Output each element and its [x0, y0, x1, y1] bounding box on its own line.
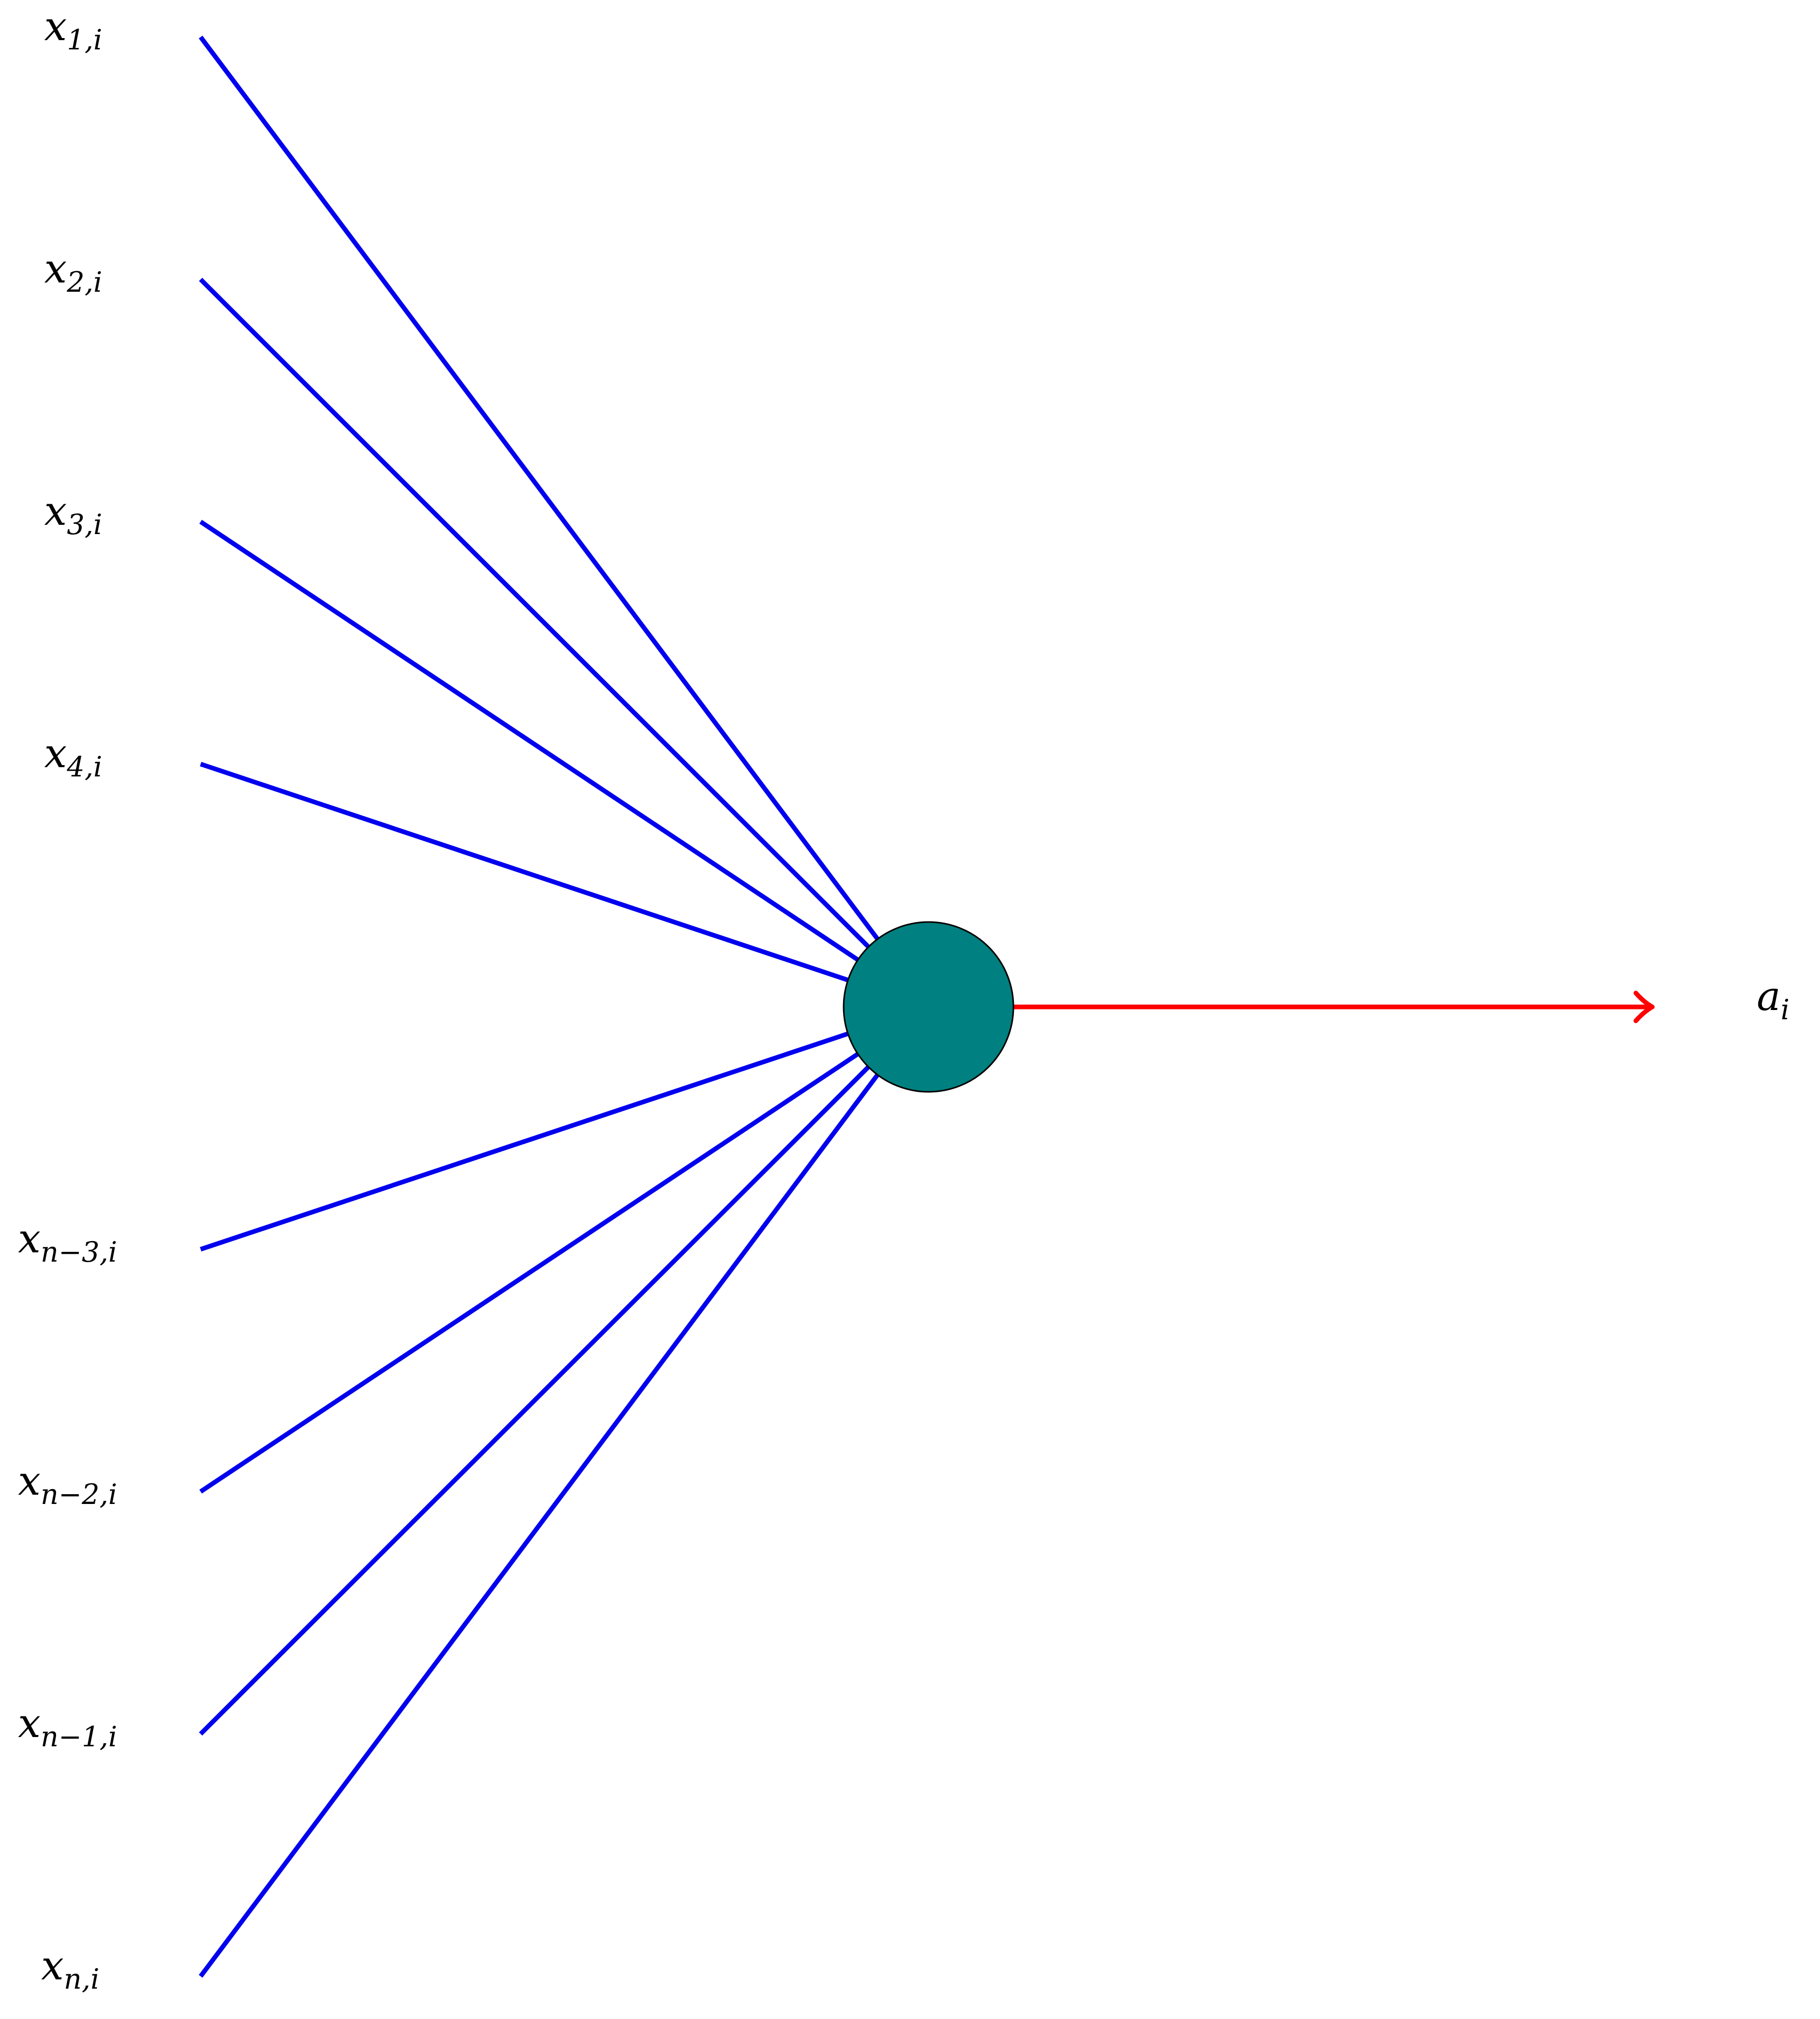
input-label-5: xn−3,i — [18, 1216, 117, 1268]
output-label: ai — [1757, 973, 1790, 1026]
input-label-7: xn−1,i — [18, 1701, 117, 1753]
input-label-1: x1,i — [44, 4, 102, 56]
input-label-8: xn,i — [41, 1943, 99, 1995]
input-label-4: x4,i — [44, 731, 102, 783]
input-edge-8 — [199, 1005, 931, 1978]
output-arrowhead — [1633, 990, 1655, 1023]
input-edge-4 — [200, 761, 930, 1010]
input-labels: x1,i x2,i x3,i x4,i xn−3,i xn−2,i xn−1,i… — [18, 4, 117, 1995]
input-edges — [199, 36, 931, 1978]
input-edge-5 — [200, 1004, 930, 1252]
neuron-node — [843, 921, 1014, 1093]
input-label-3: x3,i — [44, 488, 102, 541]
input-edge-2 — [199, 277, 931, 1009]
input-edge-3 — [199, 520, 930, 1009]
input-edge-1 — [199, 36, 931, 1008]
input-label-6: xn−2,i — [18, 1458, 117, 1511]
input-edge-6 — [199, 1005, 930, 1494]
input-edge-7 — [199, 1005, 931, 1736]
input-label-2: x2,i — [44, 246, 102, 298]
